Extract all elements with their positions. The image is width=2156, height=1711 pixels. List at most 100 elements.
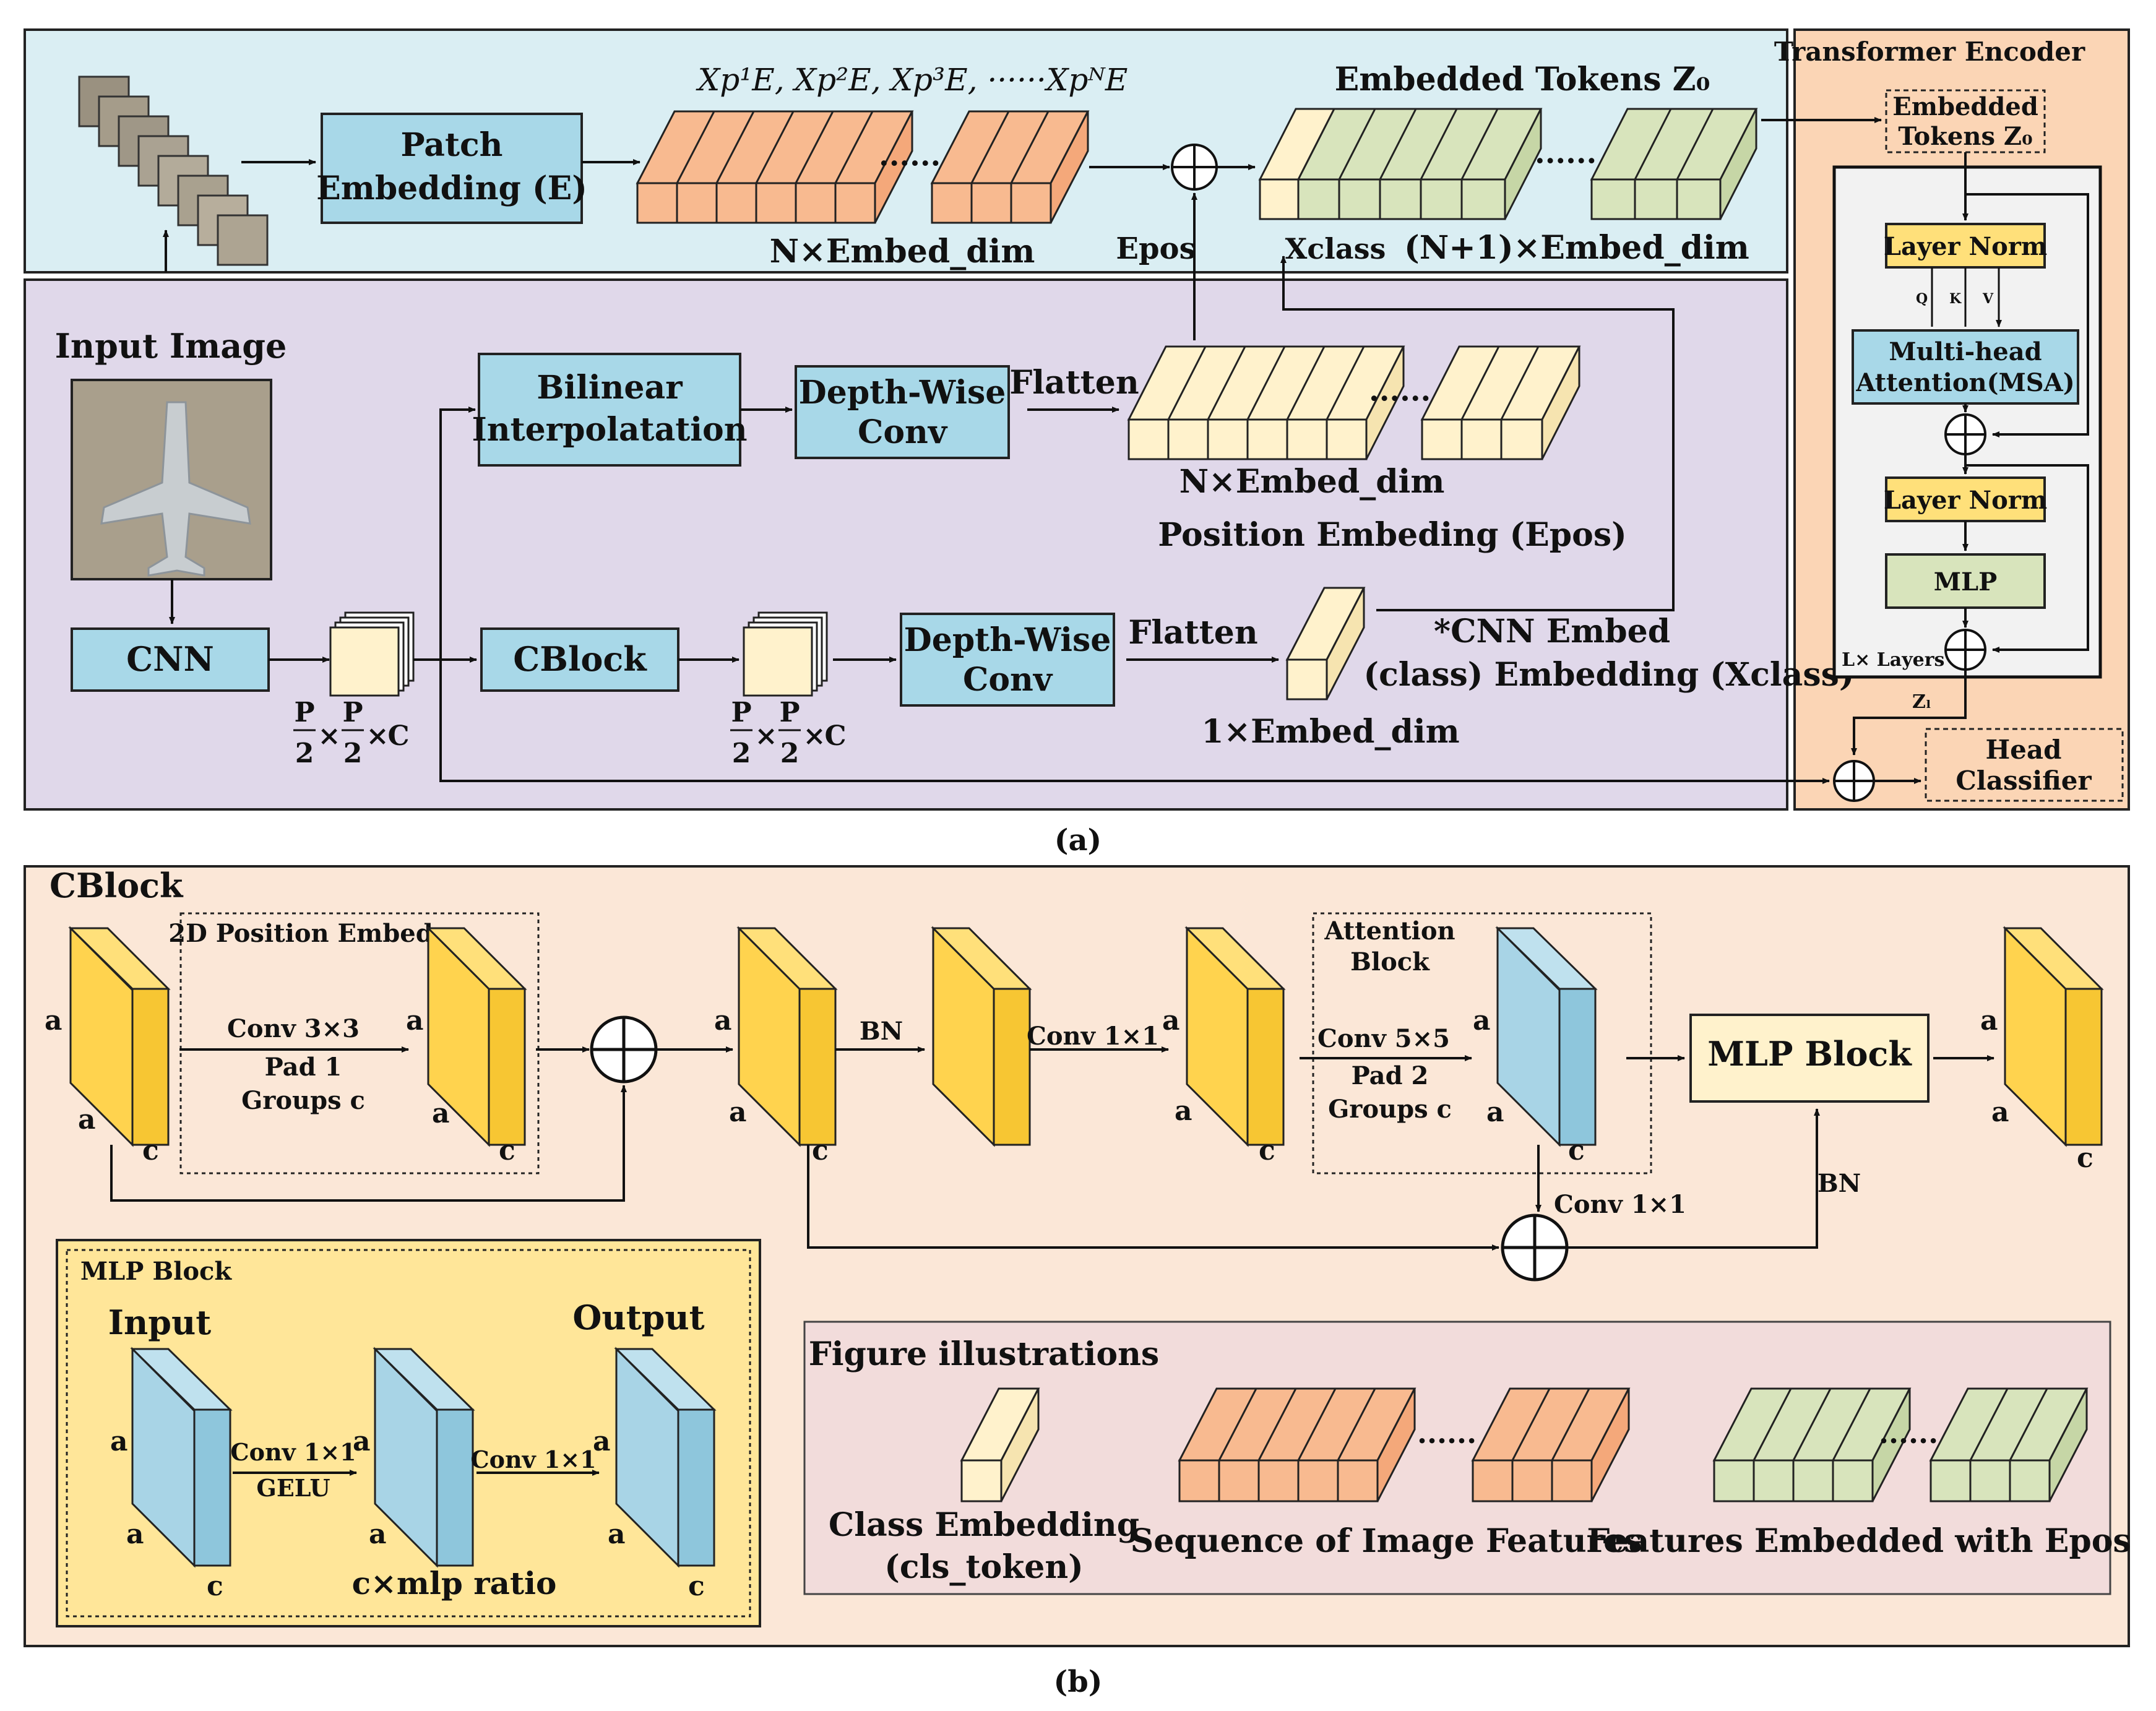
svg-text:a: a — [1991, 1097, 2009, 1128]
svg-text:a: a — [1486, 1097, 1504, 1128]
svg-text:×: × — [803, 720, 826, 752]
embedded-tokens-title: Embedded Tokens Z₀ — [1335, 61, 1710, 98]
depthwise-1-label-1: Depth-Wise — [799, 374, 1006, 412]
patch-embedding-label-2: Embedding (E) — [316, 170, 587, 207]
legend-green-sequence: ······ — [1712, 1387, 2089, 1502]
legend-class-token — [960, 1387, 1040, 1502]
svg-text:c: c — [207, 1571, 223, 1602]
bilinear-label-2: Interpolatation — [472, 411, 747, 449]
cblock-box — [480, 627, 679, 692]
svg-text:a: a — [714, 1005, 732, 1037]
attention-cube — [1495, 926, 1598, 1147]
svg-text:Groups c: Groups c — [1328, 1095, 1452, 1124]
msa-box — [1852, 329, 2079, 405]
svg-text:a: a — [110, 1426, 128, 1457]
cnn-label: CNN — [126, 639, 214, 679]
svg-text:a: a — [126, 1519, 144, 1550]
svg-text:a: a — [1473, 1005, 1491, 1037]
svg-text:Embedded: Embedded — [1892, 92, 2038, 121]
cblock-cube-2 — [736, 926, 838, 1147]
cnn-class-token — [1285, 587, 1366, 700]
svg-text:2: 2 — [732, 738, 751, 769]
legend-orange-sequence: ······ — [1178, 1387, 1631, 1502]
legend-features-embedded: Features Embedded with Epos — [1587, 1522, 2131, 1560]
svg-text:Layer Norm: Layer Norm — [1884, 486, 2047, 515]
position-embed-title: 2D Position Embed — [168, 919, 433, 948]
depthwise-1-label-2: Conv — [858, 413, 948, 451]
svg-text:Attention: Attention — [1324, 916, 1455, 946]
svg-text:Layer Norm: Layer Norm — [1884, 232, 2047, 261]
legend-title: Figure illustrations — [809, 1335, 1159, 1373]
svg-text:P: P — [731, 697, 751, 728]
caption-b: (b) — [1054, 1665, 1103, 1699]
flatten-label-2: Flatten — [1128, 614, 1257, 652]
cnn-embed-label-2: (class) Embedding (Xclass) — [1363, 656, 1854, 694]
mlp-inset-title: MLP Block — [80, 1257, 232, 1286]
bn-label-2: BN — [1818, 1169, 1861, 1198]
svg-text:P: P — [294, 697, 314, 728]
depthwise-conv-box-2 — [900, 613, 1115, 707]
image-patches-icon — [78, 75, 269, 266]
input-image-thumbnail — [71, 379, 272, 580]
svg-text:a: a — [593, 1426, 611, 1457]
position-embedding-sequence: ······ — [1127, 345, 1581, 460]
cblock-input-cube — [68, 926, 171, 1147]
e-pos-label: Epos — [1116, 231, 1196, 266]
svg-text:a: a — [608, 1519, 626, 1550]
svg-text:GELU: GELU — [256, 1474, 330, 1502]
n1-embed-dim-label: (N+1)×Embed_dim — [1404, 229, 1749, 267]
patch-token-sequence: ······ — [636, 110, 1090, 224]
mlp-inset-output: Output — [572, 1298, 704, 1337]
bilinear-interpolation-box — [478, 353, 741, 467]
svg-text:C: C — [387, 720, 409, 752]
attention-block-dashed-box — [1312, 912, 1652, 1174]
svg-text:V: V — [1982, 291, 1994, 307]
svg-text:2: 2 — [343, 738, 363, 769]
svg-text:······: ······ — [1417, 1424, 1477, 1457]
svg-text:Conv 1×1: Conv 1×1 — [230, 1438, 356, 1466]
cblock-cube-4 — [1184, 926, 1286, 1147]
svg-text:Attention(MSA): Attention(MSA) — [1855, 368, 2074, 397]
position-embedding-label: Position Embeding (Epos) — [1158, 516, 1626, 554]
legend-class-embedding: Class Embedding — [829, 1506, 1139, 1544]
legend-sequence: Sequence of Image Features — [1131, 1522, 1642, 1560]
svg-text:Multi-head: Multi-head — [1889, 337, 2042, 366]
cblock-output-cube — [2003, 926, 2104, 1147]
svg-text:a: a — [45, 1005, 63, 1037]
mlp-inset-cube-3 — [614, 1347, 717, 1568]
svg-text:P: P — [342, 697, 363, 728]
svg-text:Head: Head — [1986, 735, 2062, 765]
svg-text:······: ······ — [879, 146, 941, 181]
n-embed-dim-top: N×Embed_dim — [770, 233, 1035, 270]
embedded-token-sequence: ······ — [1258, 108, 1758, 220]
svg-text:c: c — [812, 1135, 829, 1166]
legend-cls-token: (cls_token) — [884, 1548, 1084, 1586]
svg-text:2: 2 — [780, 738, 800, 769]
embedded-tokens-dashed-box — [1885, 89, 2046, 153]
position-embed-dashed-box — [179, 912, 540, 1174]
svg-text:c: c — [1259, 1135, 1275, 1166]
svg-text:Pad 1: Pad 1 — [265, 1053, 342, 1082]
svg-text:Tokens Z₀: Tokens Z₀ — [1898, 122, 2032, 151]
dimension-label-2: P 2 × P 2 × C — [730, 697, 847, 769]
mlp-inset-cube-2 — [373, 1347, 475, 1568]
svg-text:×: × — [755, 720, 778, 752]
depthwise-2-label-1: Depth-Wise — [904, 621, 1111, 659]
svg-text:a: a — [406, 1005, 424, 1037]
depthwise-conv-box-1 — [795, 365, 1010, 459]
svg-text:c: c — [499, 1135, 515, 1166]
mlp-block-label: MLP Block — [1707, 1034, 1912, 1074]
input-image-label: Input Image — [55, 326, 287, 366]
svg-text:Q: Q — [1916, 291, 1928, 307]
x-class-label: Xclass — [1285, 232, 1386, 265]
layer-norm-1-box — [1885, 223, 2046, 269]
svg-text:Block: Block — [1350, 947, 1430, 976]
svg-text:a: a — [432, 1098, 450, 1129]
bn-label-1: BN — [860, 1017, 903, 1046]
bilinear-label-1: Bilinear — [537, 369, 683, 407]
cnn-box — [71, 627, 270, 692]
mlp-inset-input: Input — [108, 1303, 212, 1342]
svg-text:2: 2 — [295, 738, 314, 769]
svg-text:C: C — [824, 720, 846, 752]
n-embed-dim-mid: N×Embed_dim — [1179, 463, 1445, 501]
